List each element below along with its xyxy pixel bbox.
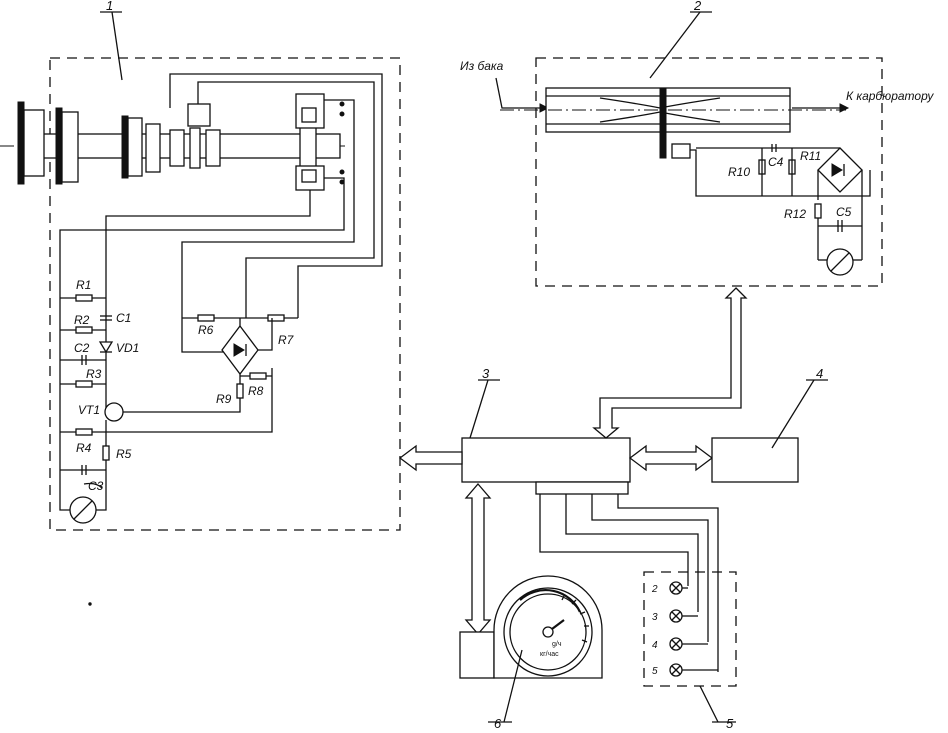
svg-text:C5: C5 [836,205,852,219]
link-unit4-arrow [628,444,714,472]
r1-resistor [75,294,93,302]
unit-5-frame [643,571,737,687]
svg-text:C1: C1 [116,311,131,325]
lamp-4: 4 [652,637,708,651]
link-unit2-arrow [592,287,748,439]
unit-6-number: 6 [494,716,502,731]
svg-text:R4: R4 [76,441,92,455]
svg-text:R9: R9 [216,392,232,406]
gauge-pivot [542,626,554,638]
svg-text:кг/час: кг/час [540,651,559,658]
r3-resistor [75,380,93,388]
svg-text:3: 3 [652,612,658,623]
r9-resistor [236,383,244,399]
r7-resistor [267,314,285,322]
r5-resistor [102,445,110,461]
svg-text:R8: R8 [248,384,264,398]
svg-text:R12: R12 [784,207,806,221]
lamp-2: 2 [651,581,688,595]
vd1-diode [98,341,114,354]
svg-text:R5: R5 [116,447,132,461]
svg-text:R2: R2 [74,313,90,327]
gauge-dial-inner [509,593,587,671]
unit-2-flow-sensor-block: 2 Из бака К карбюратору R10 C4 R11 R12 [460,0,934,287]
svg-text:R10: R10 [728,165,750,179]
r4-resistor [75,428,93,436]
processor-box [461,437,631,483]
unit-3-number: 3 [482,366,490,381]
unit-1-frame [49,57,401,531]
unit-1-leader [111,11,123,81]
unit-2-frame [535,57,883,287]
svg-text:R1: R1 [76,278,91,292]
svg-text:2: 2 [651,584,658,595]
svg-text:C4: C4 [768,155,784,169]
stray-dot [88,602,92,606]
unit-5-indicator-panel: 5 2 3 4 5 [643,571,737,731]
unit-1-number: 1 [106,0,113,13]
unit-1-speed-sensor-block: 1 [0,0,401,531]
r12-resistor [814,203,822,219]
unit-5-number: 5 [726,716,734,731]
unit-2-number: 2 [693,0,702,13]
svg-text:VD1: VD1 [116,341,139,355]
sensor-heads [187,93,325,191]
svg-text:4: 4 [652,640,658,651]
flow-pickup [671,143,691,159]
svg-text:R6: R6 [198,323,214,337]
unit-6-gauge: g/ч кг/час 6 [459,575,603,731]
unit-4-box [711,437,799,483]
svg-text:R3: R3 [86,367,102,381]
svg-text:C2: C2 [74,341,90,355]
unit-4-module: 4 [711,366,828,483]
link-gauge-arrow [464,483,492,635]
unit-3-processor: 3 [398,287,748,672]
to-carburetor-label: К карбюратору [846,89,934,103]
rectifier-network: R6 R7 R9 R8 [182,314,298,406]
gauge-side-box [459,631,495,679]
processor-connector [535,481,629,495]
lamp-5: 5 [652,663,718,677]
vt1-transistor [104,402,124,422]
svg-text:5: 5 [652,666,658,677]
r8-resistor [249,372,267,380]
lamp-3: 3 [652,609,698,623]
link-unit1-arrow [398,444,463,472]
r2-resistor [75,326,93,334]
unit-4-number: 4 [816,366,823,381]
svg-text:g/ч: g/ч [552,641,562,648]
turbine-rotor [659,87,667,159]
r6-resistor [197,314,215,322]
svg-text:C3: C3 [88,479,104,493]
input-filter-network: R1 C1 R2 VD1 C2 R3 VT1 R4 [59,278,273,524]
from-tank-label: Из бака [460,59,504,73]
svg-text:VT1: VT1 [78,403,100,417]
unit-2-leader [649,11,701,79]
svg-text:R7: R7 [278,333,295,347]
svg-text:R11: R11 [800,149,821,163]
camshaft [0,101,345,185]
